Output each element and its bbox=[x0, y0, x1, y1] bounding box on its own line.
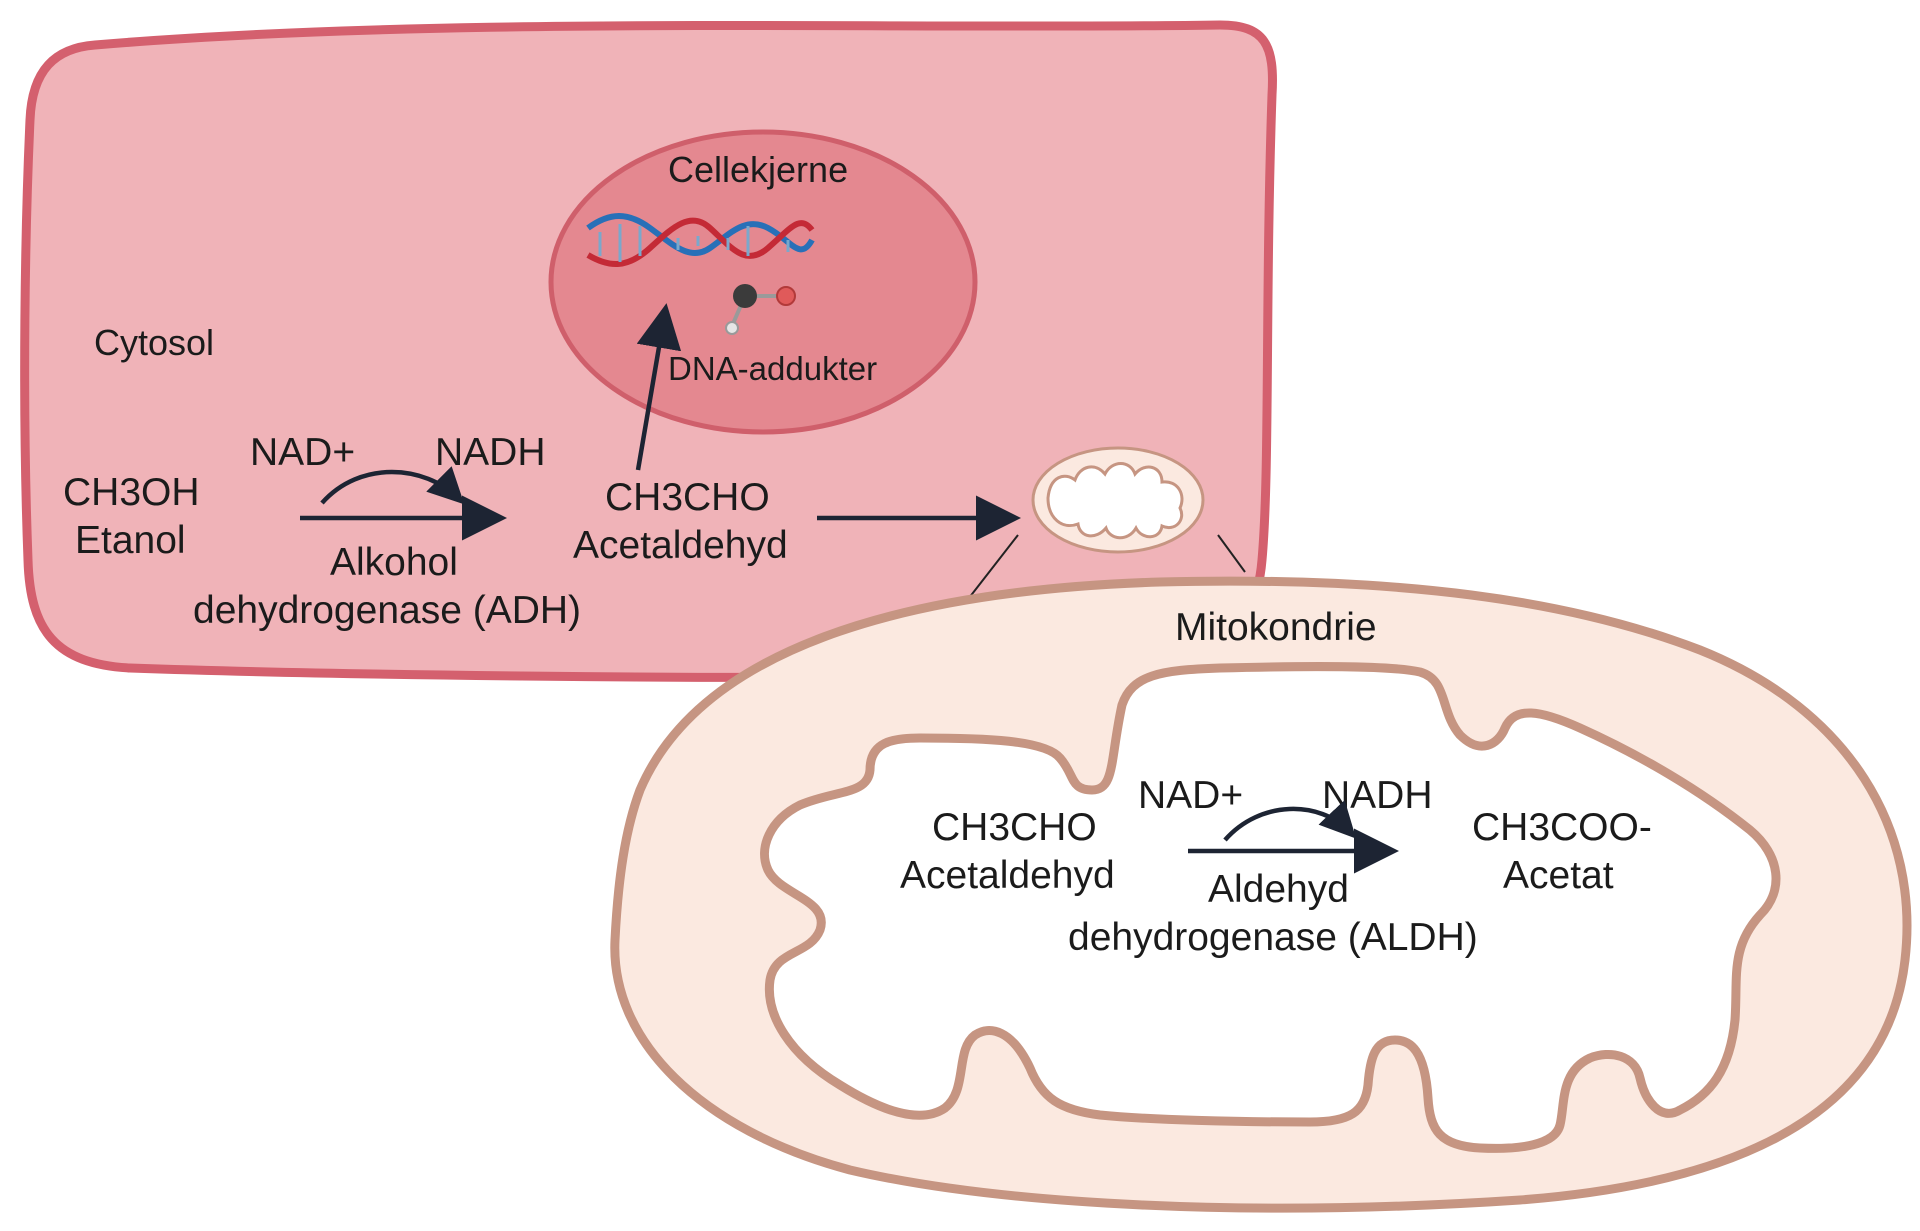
zoom-line-right bbox=[1217, 534, 1246, 573]
aldh-cofactor-in: NAD+ bbox=[1138, 774, 1243, 817]
acetaldehyde-formula: CH3CHO bbox=[605, 476, 770, 519]
adh-cofactor-arrow bbox=[320, 466, 465, 505]
aldh-enzyme-line1: Aldehyd bbox=[1208, 868, 1349, 911]
aldh-cofactor-arrow bbox=[1223, 799, 1357, 842]
mito-acetaldehyde-formula: CH3CHO bbox=[932, 806, 1097, 849]
adh-enzyme-line2: dehydrogenase (ADH) bbox=[193, 589, 581, 632]
mitochondrion-icon bbox=[1031, 446, 1205, 554]
ethanol-formula: CH3OH bbox=[63, 471, 200, 514]
dna-helix-icon bbox=[586, 213, 815, 268]
arrow-to-dna bbox=[635, 303, 682, 471]
mitochondrion-label: Mitokondrie bbox=[1175, 606, 1377, 649]
adh-cofactor-out: NADH bbox=[435, 431, 546, 474]
mitochondrion-inner-membrane bbox=[760, 662, 1781, 1153]
nucleus-label: Cellekjerne bbox=[668, 149, 848, 190]
aldh-enzyme-line2: dehydrogenase (ALDH) bbox=[1068, 916, 1478, 959]
aldh-cofactor-out: NADH bbox=[1322, 774, 1433, 817]
acetate-formula: CH3COO- bbox=[1472, 806, 1652, 849]
dna-adducts-label: DNA-addukter bbox=[668, 350, 877, 387]
adh-enzyme-line1: Alkohol bbox=[330, 541, 458, 584]
acetaldehyde-molecule-icon bbox=[725, 284, 796, 335]
cytosol-label: Cytosol bbox=[94, 322, 214, 363]
adh-cofactor-in: NAD+ bbox=[250, 431, 355, 474]
acetate-name: Acetat bbox=[1503, 854, 1614, 897]
acetaldehyde-name: Acetaldehyd bbox=[573, 524, 788, 567]
ethanol-name: Etanol bbox=[75, 519, 186, 562]
mito-acetaldehyde-name: Acetaldehyd bbox=[900, 854, 1115, 897]
